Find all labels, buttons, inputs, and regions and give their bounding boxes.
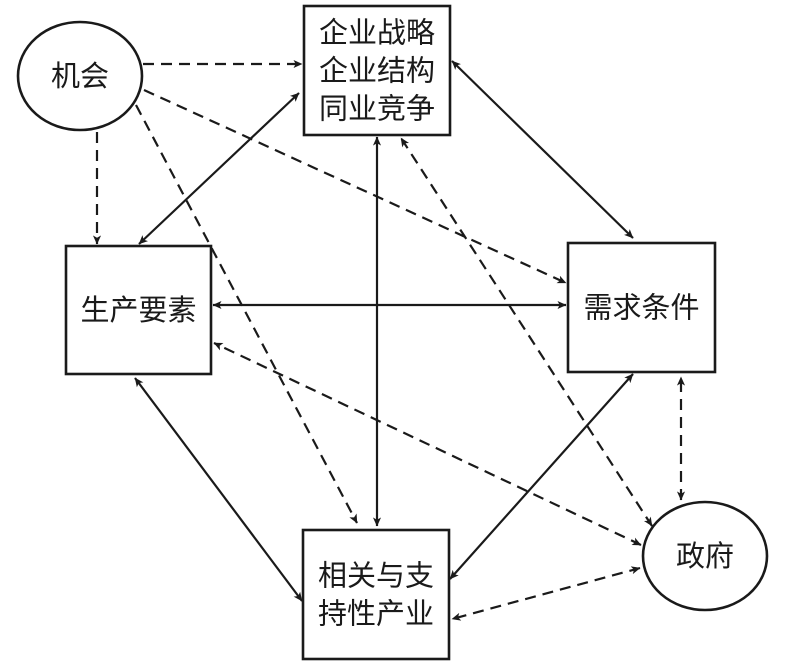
node-chance-label: 机会 [51,59,109,93]
node-related-label: 相关与支 [318,559,434,593]
node-strategy-label: 企业结构 [319,54,435,88]
node-government-ellipse [641,500,769,612]
node-chance-ellipse [16,20,144,132]
node-demand: 需求条件 [566,241,717,374]
node-strategy-label: 企业战略 [319,16,435,50]
node-demand-label: 需求条件 [583,291,699,325]
node-factor-box [64,244,213,376]
node-strategy-box [302,4,452,137]
node-government: 政府 [641,500,769,612]
edge-strategy-factor [138,92,300,245]
node-factor-label: 生产要素 [80,293,196,327]
edge-factor-related [134,377,303,602]
node-related-label: 持性产业 [318,597,434,631]
edge-demand-related [449,373,634,580]
edge-government-related [451,566,641,621]
edges-layer [92,59,686,621]
node-strategy-label: 同业竞争 [319,92,435,126]
edge-government-factor [213,342,642,546]
node-demand-box [566,241,717,374]
node-chance: 机会 [16,20,144,132]
node-related-box [301,528,451,661]
edge-strategy-demand [451,60,634,239]
node-government-label: 政府 [676,539,734,573]
node-factor: 生产要素 [64,244,213,376]
